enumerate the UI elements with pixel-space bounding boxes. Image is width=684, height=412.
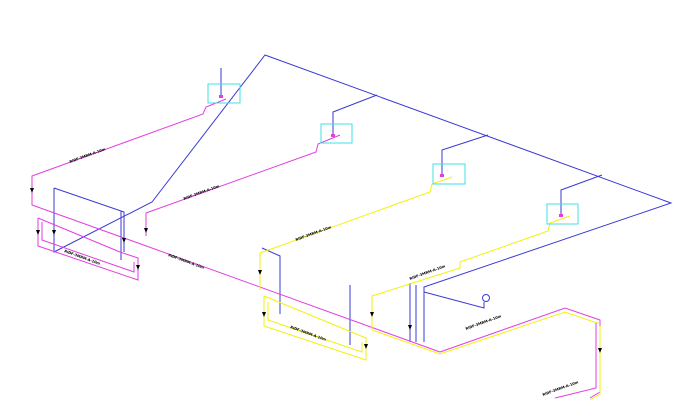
magenta-upper-run bbox=[31, 98, 441, 353]
magenta-loop-inner bbox=[41, 222, 135, 273]
blue-branch-4 bbox=[560, 174, 603, 216]
equipment-box-4 bbox=[546, 203, 579, 225]
vent-valve-icon bbox=[482, 294, 490, 302]
fittings bbox=[30, 188, 602, 353]
flow-arrow-11 bbox=[122, 238, 126, 243]
blue-vent-run bbox=[423, 291, 485, 309]
nozzle-1 bbox=[219, 95, 223, 98]
blue-branch-2 bbox=[332, 94, 378, 135]
flow-arrow-8 bbox=[364, 344, 368, 349]
equipment-box-1 bbox=[207, 83, 241, 104]
nozzle-4 bbox=[559, 214, 563, 217]
flow-arrow-3 bbox=[36, 230, 40, 235]
yellow-loop-inner bbox=[267, 302, 363, 353]
flow-arrow-6 bbox=[370, 312, 374, 317]
flow-arrow-9 bbox=[408, 325, 412, 330]
flow-arrow-1 bbox=[30, 188, 34, 193]
yellow-lower-run bbox=[371, 311, 601, 355]
blue-supply-line bbox=[53, 54, 673, 345]
magenta-riser bbox=[554, 322, 597, 399]
equipment-box-3 bbox=[432, 163, 466, 185]
flow-arrow-5 bbox=[258, 270, 262, 275]
equipment-nozzles bbox=[219, 95, 563, 217]
yellow-upper-run bbox=[259, 176, 453, 290]
yellow-second-run bbox=[371, 215, 571, 330]
flow-arrow-4 bbox=[136, 265, 140, 270]
blue-branch-3 bbox=[441, 134, 489, 175]
flow-arrow-2 bbox=[144, 228, 148, 233]
magenta-line bbox=[31, 98, 601, 399]
flow-arrow-12 bbox=[52, 230, 56, 235]
flow-arrow-10 bbox=[598, 348, 602, 353]
magenta-second-run bbox=[145, 134, 341, 236]
magenta-lower-run bbox=[439, 307, 601, 399]
nozzle-3 bbox=[440, 174, 444, 177]
nozzle-2 bbox=[331, 134, 335, 137]
flow-arrow-7 bbox=[262, 312, 266, 317]
blue-main-loop bbox=[53, 54, 673, 342]
equipment-box-2 bbox=[320, 123, 353, 144]
equipment-boxes bbox=[207, 83, 579, 225]
